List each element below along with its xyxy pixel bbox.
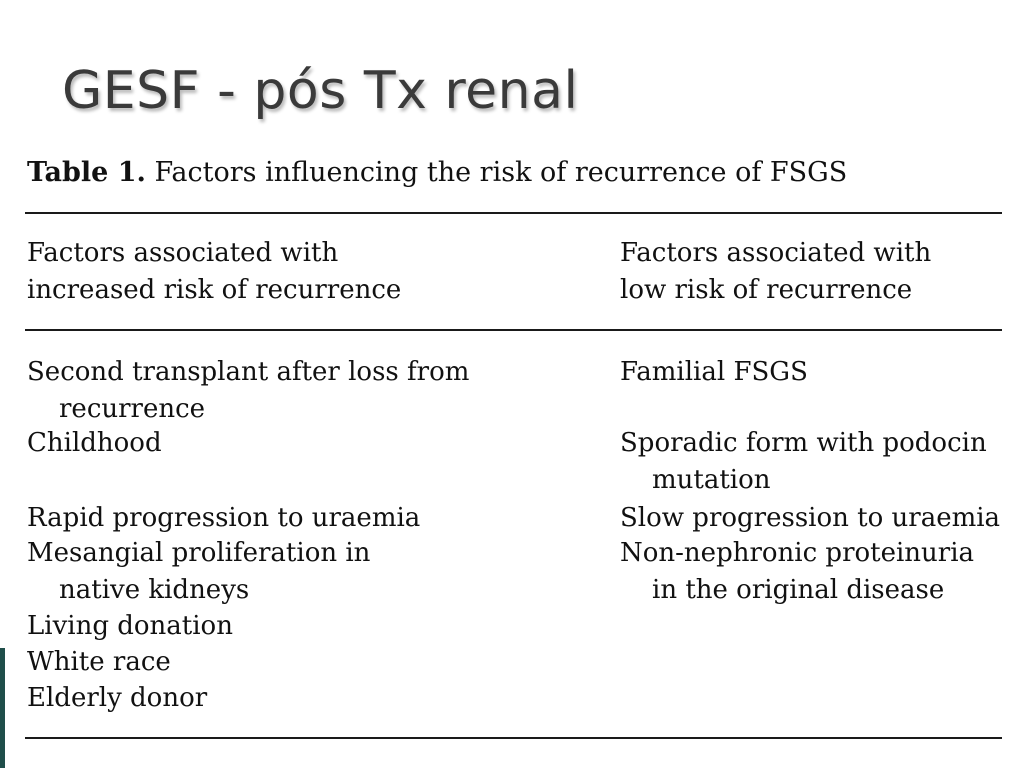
low-risk-list: Familial FSGS Sporadic form with podocin… <box>620 354 1005 734</box>
column-header-line: increased risk of recurrence <box>27 274 402 305</box>
list-item: Elderly donor <box>27 680 207 717</box>
list-item-text: Elderly donor <box>27 683 208 713</box>
table-caption: Table 1. Factors influencing the risk of… <box>27 155 847 191</box>
column-header-line: Factors associated with <box>27 238 339 268</box>
increased-risk-list: Second transplant after loss from recurr… <box>27 354 587 734</box>
column-header-line: Factors associated with <box>620 238 932 268</box>
list-item-text: Slow progression to uraemia <box>620 503 1001 533</box>
list-item: Rapid progression to uraemia <box>27 500 420 537</box>
list-item-text: Rapid progression to uraemia <box>27 503 421 533</box>
list-item-continuation: native kidneys <box>59 574 250 605</box>
list-item: Mesangial proliferation in native kidney… <box>27 535 370 608</box>
column-header-line: low risk of recurrence <box>620 274 913 305</box>
list-item-text: Childhood <box>27 428 162 458</box>
list-item: White race <box>27 644 171 681</box>
list-item-text: Non-nephronic proteinuria <box>620 538 975 568</box>
list-item: Non-nephronic proteinuria in the origina… <box>620 535 974 608</box>
column-header-increased-risk: Factors associated with increased risk o… <box>27 235 587 308</box>
slide-title: GESF - pós Tx renal <box>62 61 579 121</box>
list-item: Slow progression to uraemia <box>620 500 1000 537</box>
list-item: Familial FSGS <box>620 354 808 391</box>
list-item-text: Living donation <box>27 611 233 641</box>
list-item-continuation: mutation <box>652 464 771 495</box>
table-top-rule <box>25 212 1002 214</box>
list-item-continuation: in the original disease <box>652 574 945 605</box>
list-item: Childhood <box>27 425 162 462</box>
list-item-continuation: recurrence <box>59 393 206 424</box>
table-header-rule <box>25 329 1002 331</box>
table-caption-text: Factors influencing the risk of recurren… <box>154 157 848 188</box>
list-item-text: Mesangial proliferation in <box>27 538 371 568</box>
list-item: Second transplant after loss from recurr… <box>27 354 469 427</box>
table-bottom-rule <box>25 737 1002 739</box>
list-item: Sporadic form with podocin mutation <box>620 425 987 498</box>
table-caption-label: Table 1. <box>27 157 146 188</box>
column-header-low-risk: Factors associated with low risk of recu… <box>620 235 1005 308</box>
list-item-text: Sporadic form with podocin <box>620 428 987 458</box>
list-item-text: Second transplant after loss from <box>27 357 470 387</box>
list-item-text: Familial FSGS <box>620 357 808 387</box>
list-item: Living donation <box>27 608 233 645</box>
slide-accent-bar <box>0 648 5 768</box>
list-item-text: White race <box>27 647 171 677</box>
